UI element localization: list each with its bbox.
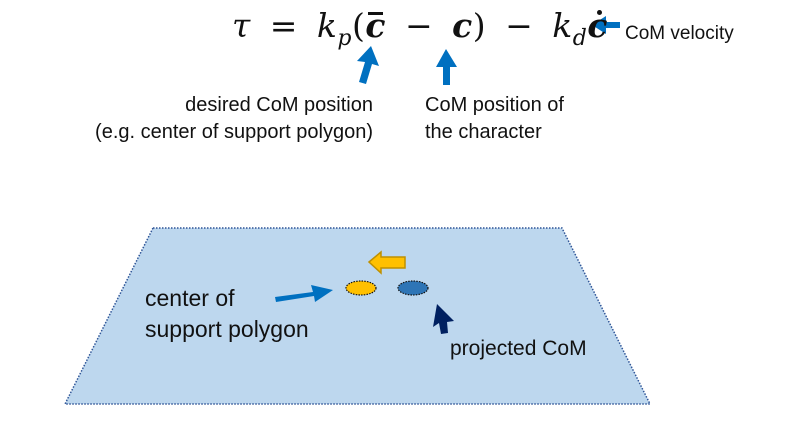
projected-com-arrow-icon — [433, 304, 454, 334]
support-center-marker — [345, 280, 377, 296]
eq-kp: kp — [316, 6, 353, 51]
eq-open-paren: ( — [352, 6, 366, 45]
correction-direction-arrow-icon — [367, 250, 406, 275]
support-plane — [63, 227, 652, 405]
desired-com-label-line1: desired CoM position — [185, 94, 373, 116]
velocity-arrow-icon — [592, 16, 620, 34]
eq-kd: kd — [552, 6, 588, 51]
projected-com-label: projected CoM — [450, 337, 587, 360]
projected-com-marker — [397, 280, 429, 296]
eq-minus-1: − — [404, 6, 434, 45]
eq-c-dot: c — [587, 6, 608, 45]
desired-com-label-line2: (e.g. center of support polygon) — [95, 121, 373, 143]
eq-c-bar: c — [365, 6, 386, 45]
pd-control-equation: τ = kp(c − c) − kdc — [232, 6, 608, 59]
eq-c: c — [452, 6, 473, 45]
desired-com-label: desired CoM position (e.g. center of sup… — [95, 92, 373, 146]
character-com-label: CoM position of the character — [425, 92, 564, 146]
eq-minus-2: − — [505, 6, 534, 45]
center-pointer-arrow-icon — [275, 285, 333, 302]
character-com-label-line2: the character — [425, 121, 542, 143]
character-com-arrow-icon — [436, 49, 457, 85]
character-com-label-line1: CoM position of — [425, 94, 564, 116]
eq-tau: τ — [232, 6, 251, 45]
desired-com-arrow-icon — [357, 46, 379, 84]
eq-equals: = — [269, 6, 298, 45]
com-velocity-label: CoM velocity — [625, 23, 734, 44]
support-center-label-line1: center of — [145, 285, 235, 311]
support-center-label: center of support polygon — [145, 283, 309, 345]
support-center-label-line2: support polygon — [145, 316, 309, 342]
eq-close-paren: ) — [472, 6, 487, 45]
